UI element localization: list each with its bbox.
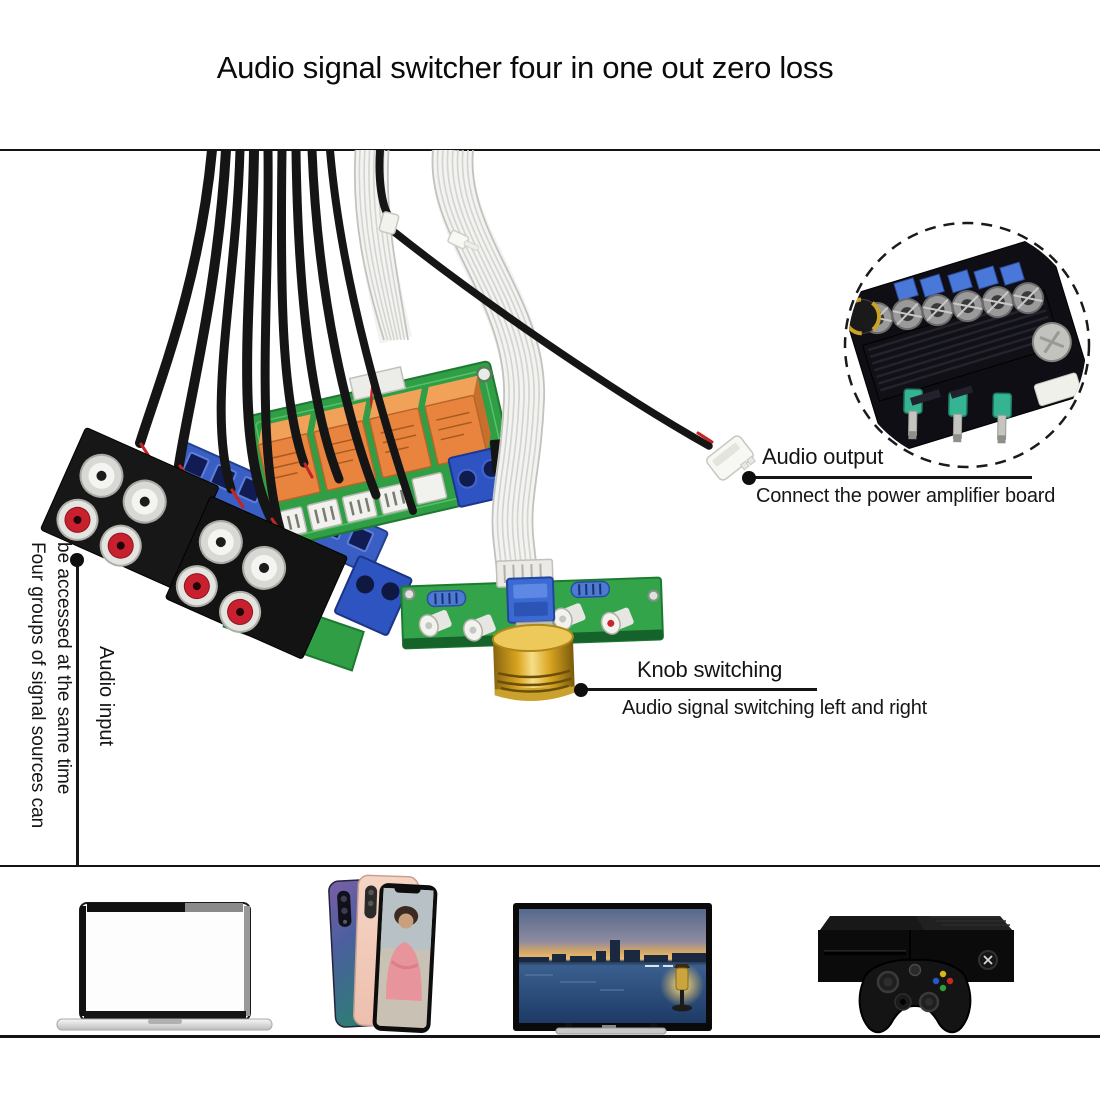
game-controller-icon (858, 958, 972, 1034)
inline-connector (378, 211, 400, 235)
selector-knob (491, 623, 575, 701)
ribbon-cable-knob (431, 150, 546, 575)
output-rca-jacks (418, 603, 634, 642)
divider-line-bottom (0, 1035, 1100, 1038)
relay-connectors (271, 472, 448, 540)
amplifier-board-inset (848, 235, 1086, 455)
audio-input-callout-dot (70, 553, 84, 567)
rca-jack-white (79, 453, 287, 590)
inductor (426, 580, 611, 608)
divider-line-middle (0, 865, 1100, 867)
knob-board (400, 558, 664, 701)
audio-output-callout-line (750, 476, 1032, 479)
knob-switching-label: Knob switching (637, 657, 783, 682)
rca-jack-red (56, 498, 262, 633)
audio-input-description-line1: Four groups of signal sources can (27, 542, 48, 829)
audio-output-callout-dot (742, 471, 756, 485)
page-title: Audio signal switcher four in one out ze… (216, 50, 834, 85)
audio-input-description: Four groups of signal sources can be acc… (24, 542, 76, 874)
audio-input-callout-line (76, 560, 79, 866)
cable-bundle (135, 150, 713, 555)
audio-output-description: Connect the power amplifier board (756, 485, 1056, 507)
game-console-icon (818, 916, 1014, 1034)
divider-line-top (0, 149, 1100, 151)
device-row (56, 874, 1014, 1035)
cable-tie (447, 229, 480, 251)
audio-output-connector (706, 435, 756, 481)
audio-output-label: Audio output (762, 444, 884, 469)
tv-icon (513, 903, 712, 1035)
knob-callout-line (582, 688, 817, 691)
knob-switching-description: Audio signal switching left and right (622, 697, 928, 719)
rca-jack-panels (40, 427, 348, 659)
audio-input-label: Audio input (95, 646, 117, 747)
audio-input-description-line2: be accessed at the same time (53, 542, 74, 795)
main-photo (40, 150, 1091, 701)
laptop-icon (56, 902, 273, 1031)
inset-dashed-circle (843, 221, 1091, 469)
smartphone-icon (328, 874, 438, 1034)
knob-callout-dot (574, 683, 588, 697)
